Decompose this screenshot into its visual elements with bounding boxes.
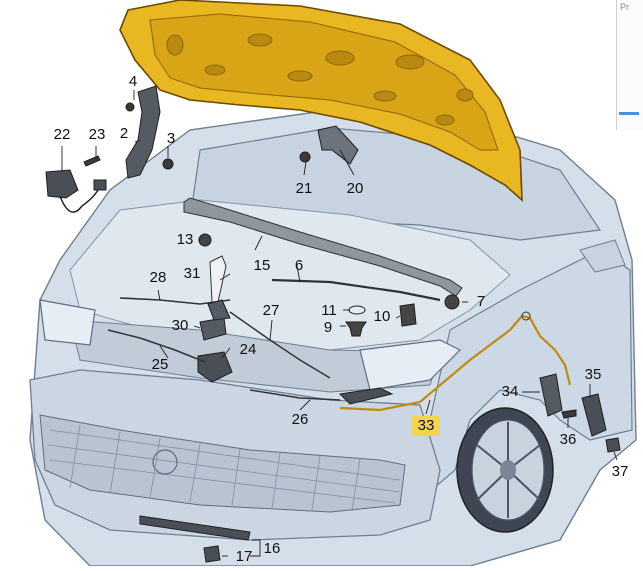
headlight-left xyxy=(39,299,96,346)
rubber-buffer xyxy=(444,294,460,310)
release-lever xyxy=(338,387,394,405)
callout-23: 23 xyxy=(88,126,106,143)
lock-mechanism xyxy=(197,351,233,383)
callout-21: 21 xyxy=(295,180,313,197)
callout-16: 16 xyxy=(263,540,281,557)
callout-37: 37 xyxy=(611,463,629,480)
grommet xyxy=(198,233,212,247)
wire-connector xyxy=(93,179,107,191)
hood-inner-frame xyxy=(149,13,499,151)
callout-11: 11 xyxy=(321,302,337,319)
callout-6: 6 xyxy=(294,257,304,274)
front-wheel xyxy=(456,407,554,533)
callout-25: 25 xyxy=(151,356,169,373)
lock-bracket xyxy=(207,299,231,321)
callout-3: 4 xyxy=(128,73,138,90)
callout-27: 27 xyxy=(262,302,280,319)
hood-contact-switch xyxy=(45,169,79,199)
callout-20: 20 xyxy=(346,180,364,197)
trim-clip xyxy=(203,545,221,563)
upper-cable xyxy=(229,311,331,379)
callout-31: 31 xyxy=(183,265,201,282)
handle-screw xyxy=(561,409,577,419)
callout-34: 34 xyxy=(501,383,519,400)
bump-stop-mushroom xyxy=(345,321,367,337)
callout-13: 13 xyxy=(176,231,194,248)
callout-15: 15 xyxy=(253,257,271,274)
callout-2: 2 xyxy=(119,125,129,142)
callout-35: 35 xyxy=(584,366,602,383)
lower-cable xyxy=(107,329,206,363)
stop-cap xyxy=(399,303,417,327)
headlight-right xyxy=(359,339,462,391)
striker-nut xyxy=(299,151,311,163)
callout-10: 10 xyxy=(373,308,391,325)
callout-7: 7 xyxy=(476,293,486,310)
callout-30: 30 xyxy=(171,317,189,334)
cable-end xyxy=(521,311,531,321)
seal-strip xyxy=(183,197,463,297)
callout-9: 9 xyxy=(323,319,333,336)
screw xyxy=(83,155,101,167)
callout-36: 36 xyxy=(559,431,577,448)
callout-26: 26 xyxy=(291,411,309,428)
parts xyxy=(45,85,621,563)
rod-holder xyxy=(209,255,227,303)
front-trim-strip xyxy=(139,515,251,541)
callout-4: 3 xyxy=(166,130,176,147)
hood xyxy=(119,0,523,202)
callout-24: 24 xyxy=(239,341,257,358)
callout-28: 28 xyxy=(149,269,167,286)
hood-lock-striker xyxy=(317,125,359,165)
callout-33: 33 xyxy=(412,416,440,436)
leader-lines xyxy=(61,90,618,557)
viewer-scroll-indicator[interactable] xyxy=(619,112,639,115)
vw-emblem xyxy=(152,449,178,475)
callout-17: 17 xyxy=(235,548,253,565)
mirror xyxy=(579,239,626,273)
handle-bracket xyxy=(581,393,607,437)
lower-grille xyxy=(39,414,406,513)
switch-wire xyxy=(59,185,101,213)
hinge-nut xyxy=(162,158,174,170)
release-handle xyxy=(539,373,563,417)
viewer-corner-text: Pr xyxy=(620,2,629,12)
hood-stamping-holes xyxy=(166,33,474,126)
car-body xyxy=(29,109,637,567)
lever-cable xyxy=(249,389,341,401)
hinge-bolt xyxy=(125,102,135,112)
hood-hinge xyxy=(125,85,161,179)
viewer-side-panel: Pr xyxy=(616,0,643,130)
grille-mesh xyxy=(47,424,401,512)
clip xyxy=(605,437,621,453)
callout-22: 22 xyxy=(53,126,71,143)
hood-support-rod xyxy=(271,278,441,302)
bump-stop-small xyxy=(348,305,366,315)
